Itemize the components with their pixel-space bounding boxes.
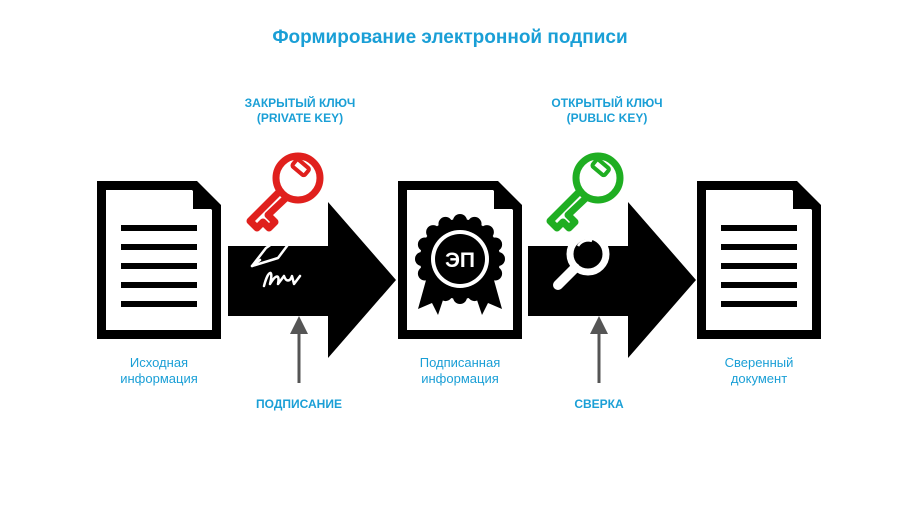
- public-key-icon: [550, 156, 620, 228]
- seal-rays: [415, 214, 505, 304]
- seal-scallop: [438, 216, 453, 231]
- signed-document-label-line2: информация: [421, 371, 499, 386]
- seal-scallop: [453, 290, 467, 304]
- seal-scallop: [453, 214, 467, 228]
- diagram-title: Формирование электронной подписи: [272, 27, 628, 48]
- seal-scallop: [488, 266, 503, 281]
- signed-document-icon: ЭП: [398, 181, 522, 339]
- source-document-label-line2: информация: [120, 371, 198, 386]
- private-key-label-line1: ЗАКРЫТЫЙ КЛЮЧ: [244, 96, 356, 110]
- private-key-label-line2: (PRIVATE KEY): [256, 111, 344, 125]
- public-key-label-line1: ОТКРЫТЫЙ КЛЮЧ: [551, 96, 663, 110]
- verified-document-label: Сверенный документ: [689, 355, 829, 387]
- public-key-label-line2: (PUBLIC KEY): [566, 111, 648, 125]
- verification-step-label: СВЕРКА: [574, 397, 624, 411]
- magnifier-icon: [553, 232, 610, 290]
- private-key-label: ЗАКРЫТЫЙ КЛЮЧ (PRIVATE KEY): [200, 96, 400, 126]
- seal-scallop: [417, 237, 432, 252]
- seal-scallop: [488, 237, 503, 252]
- verified-document-label-line1: Сверенный: [724, 355, 794, 370]
- verification-up-arrow: [590, 316, 608, 383]
- source-document-label-line1: Исходная: [129, 355, 189, 370]
- seal-scallop: [438, 287, 453, 302]
- signed-document-label: Подписанная информация: [390, 355, 530, 387]
- signing-up-arrow: [290, 316, 308, 383]
- verified-document-icon: [697, 181, 821, 339]
- verified-document-label-line2: документ: [730, 371, 788, 386]
- seal-scallop: [415, 252, 429, 266]
- seal-scallop: [479, 278, 494, 293]
- signing-step-label: ПОДПИСАНИЕ: [256, 397, 342, 411]
- seal-text: ЭП: [445, 249, 475, 272]
- seal-scallop: [426, 278, 441, 293]
- seal-scallop: [467, 287, 482, 302]
- seal-scallop: [426, 225, 441, 240]
- private-key-icon: [250, 156, 320, 228]
- seal-scallop: [417, 266, 432, 281]
- source-document-icon: [97, 181, 221, 339]
- source-document-label: Исходная информация: [89, 355, 229, 387]
- public-key-label: ОТКРЫТЫЙ КЛЮЧ (PUBLIC KEY): [507, 96, 707, 126]
- seal-scallop: [491, 252, 505, 266]
- fountain-pen-icon: [250, 228, 302, 288]
- seal-scallop: [467, 216, 482, 231]
- signed-document-label-line1: Подписанная: [419, 355, 501, 370]
- seal-scallop: [479, 225, 494, 240]
